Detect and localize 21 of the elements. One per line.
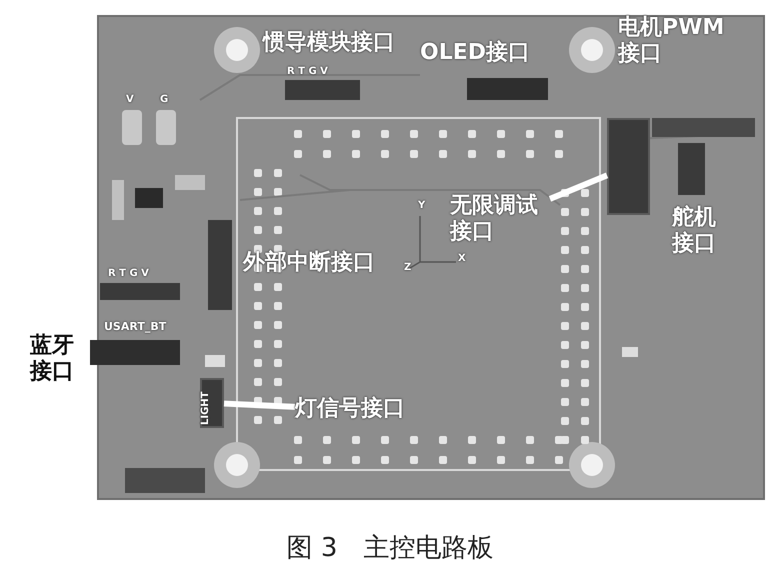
pin-header [607,118,650,215]
callout-label: OLED接口 [420,40,530,66]
leader-line [548,172,608,202]
silkscreen-label: G [160,94,168,106]
silkscreen-label: Y [418,200,426,212]
silkscreen-label: Z [404,262,412,274]
pin-header [200,378,224,428]
callout-label: 惯导模块接口 [263,30,395,56]
silkscreen-label: X [458,253,466,265]
silkscreen-label: USART_BT [104,320,166,334]
silkscreen-label: R T G V [108,268,149,280]
callout-label: 无限调试接口 [450,193,550,246]
silkscreen-label: R T G V [287,66,328,78]
callout-label: 舵机接口 [672,205,717,258]
figure-caption: 图 3 主控电路板 [286,532,494,565]
callout-label: 外部中断接口 [243,250,375,276]
silkscreen-label: V [126,94,134,106]
callout-label: 蓝牙接口 [30,333,75,386]
callout-label: 电机PWM接口 [618,15,726,68]
callout-label: 灯信号接口 [295,396,407,422]
silkscreen-label: LIGHT [200,392,212,425]
